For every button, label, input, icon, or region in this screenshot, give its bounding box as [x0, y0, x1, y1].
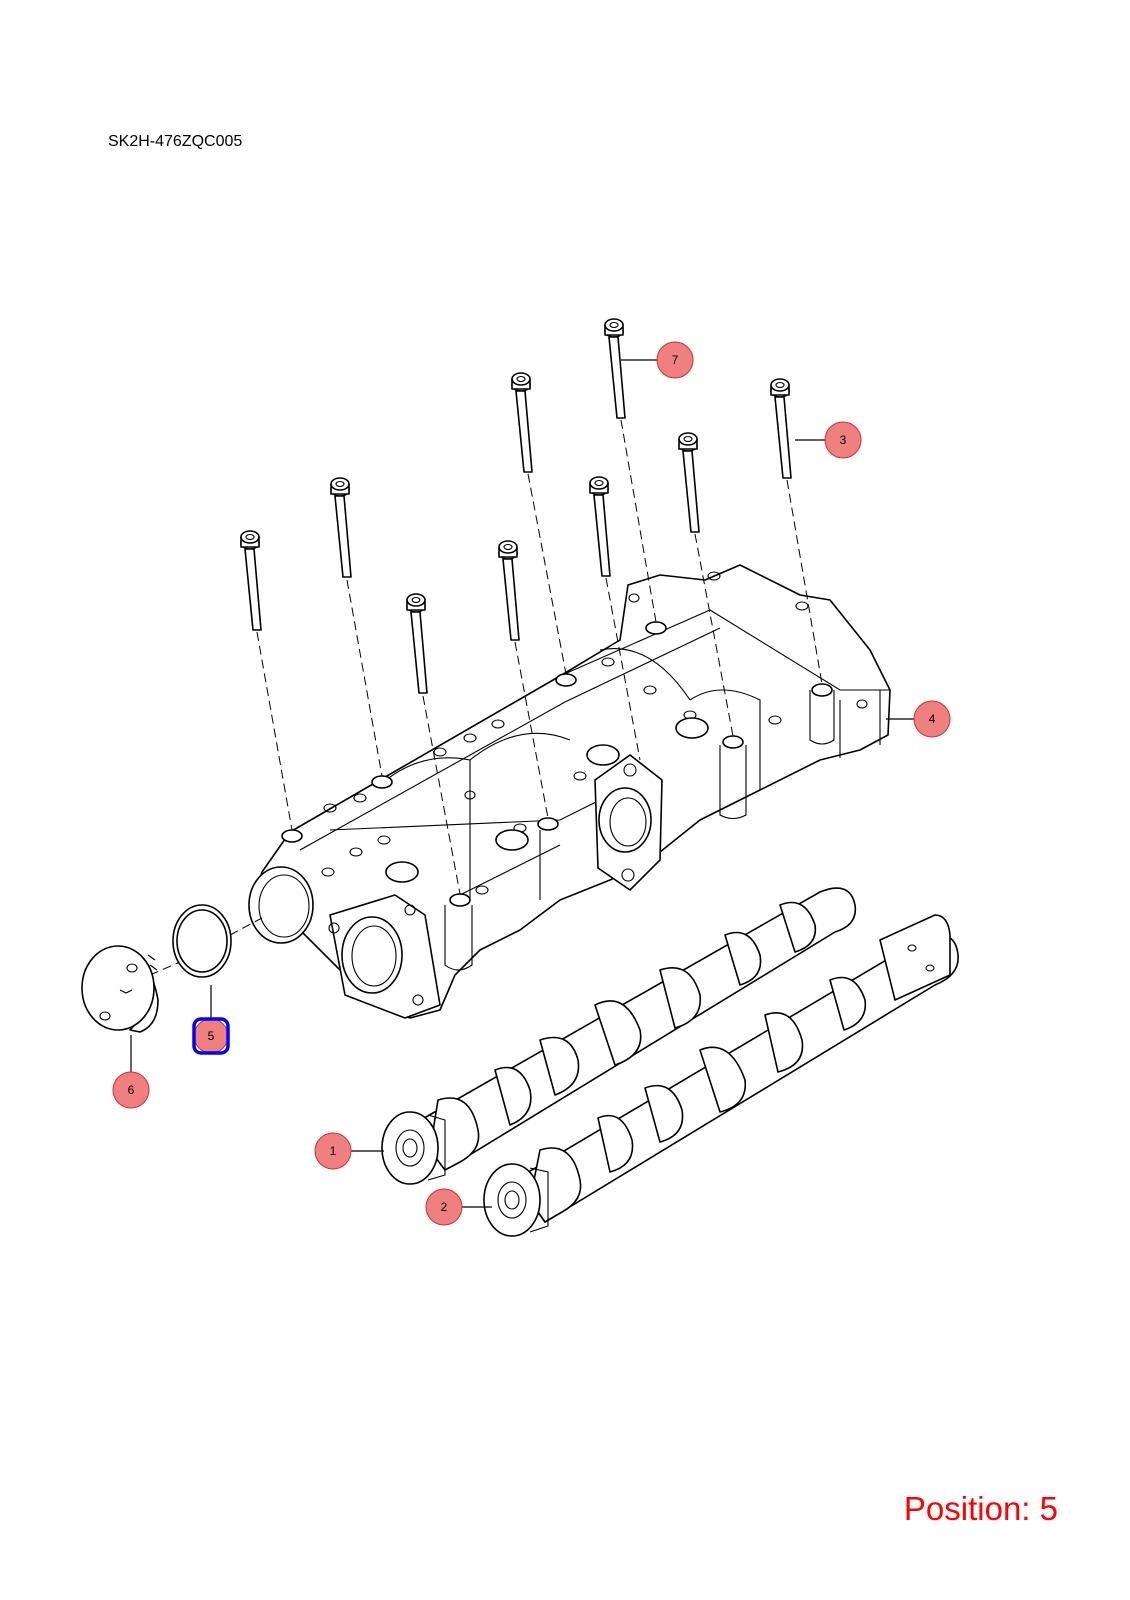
camshaft-housing[interactable] [248, 564, 891, 1019]
callout-number: 3 [840, 433, 847, 447]
callout-number: 1 [330, 1144, 337, 1158]
bolt[interactable] [240, 530, 262, 631]
callout-number: 7 [672, 353, 679, 367]
callout-5-selected[interactable]: 5 [192, 1017, 230, 1055]
selection-highlight [192, 1017, 230, 1055]
callout-7[interactable]: 7 [656, 341, 694, 379]
bolt[interactable] [406, 593, 428, 694]
leader-lines [130, 359, 914, 1208]
camshaft-1[interactable] [381, 887, 857, 1185]
callout-1[interactable]: 1 [314, 1132, 352, 1170]
bolt[interactable] [770, 378, 792, 479]
bolt[interactable] [604, 318, 626, 419]
diagram-code: SK2H-476ZQC005 [108, 133, 243, 150]
callout-number: 6 [128, 1083, 135, 1097]
position-label: Position: 5 [903, 1490, 1058, 1527]
callout-2[interactable]: 2 [425, 1188, 463, 1226]
bolt[interactable] [511, 372, 533, 473]
callout-number: 4 [929, 712, 936, 726]
bolt-group [240, 318, 792, 694]
camshaft-2[interactable] [483, 914, 959, 1237]
callout-number: 2 [441, 1200, 448, 1214]
o-ring[interactable] [172, 904, 232, 978]
callout-number: 5 [208, 1029, 215, 1043]
callout-3[interactable]: 3 [824, 421, 862, 459]
end-cap[interactable] [81, 945, 159, 1033]
assembly-lines [149, 419, 823, 976]
callout-4[interactable]: 4 [913, 700, 951, 738]
bolt[interactable] [678, 432, 700, 533]
callout-6[interactable]: 6 [112, 1071, 150, 1109]
bolt[interactable] [589, 476, 611, 577]
bolt[interactable] [330, 477, 352, 578]
bolt[interactable] [498, 540, 520, 641]
